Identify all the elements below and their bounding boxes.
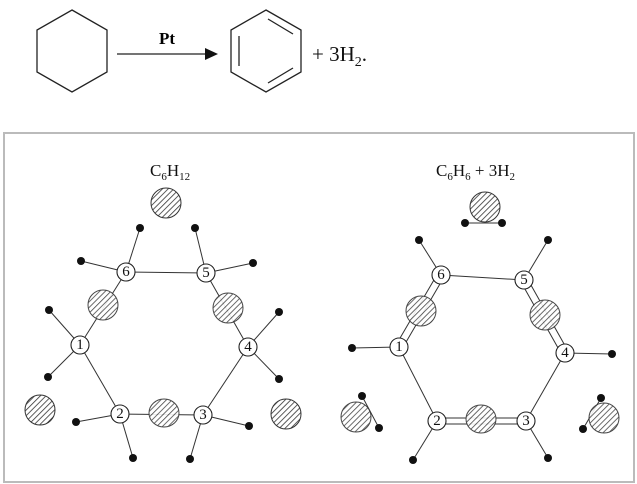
- carbon-atom-6: 6: [431, 265, 451, 285]
- svg-text:2: 2: [433, 413, 441, 429]
- hydrogen-product: + 3H2.: [312, 42, 367, 70]
- catalyst-sites: [24, 187, 302, 430]
- catalyst-sites: [340, 191, 620, 434]
- carbon-atom-5: 5: [514, 270, 534, 290]
- carbon-atom-4: 4: [555, 343, 575, 363]
- carbon-atom-3: 3: [193, 405, 213, 425]
- carbon-atom-4: 4: [238, 337, 258, 357]
- carbon-atom-2: 2: [427, 411, 447, 431]
- reaction-equation: Pt + 3H2.: [36, 9, 367, 93]
- carbon-atom-6: 6: [116, 262, 136, 282]
- benzene-structure: [230, 9, 302, 93]
- svg-text:3: 3: [199, 407, 207, 423]
- hydrogen-atoms: [44, 224, 283, 463]
- svg-text:5: 5: [520, 272, 528, 288]
- svg-text:4: 4: [244, 339, 252, 355]
- svg-text:3: 3: [522, 413, 530, 429]
- svg-text:6: 6: [122, 264, 130, 280]
- catalyst-label: Pt: [159, 29, 175, 48]
- svg-text:2: 2: [116, 406, 124, 422]
- svg-text:5: 5: [202, 265, 210, 281]
- cyclohexane-structure: [36, 9, 108, 93]
- carbon-atom-3: 3: [516, 411, 536, 431]
- svg-text:1: 1: [395, 339, 403, 355]
- cyclohexane-panel: C6H12: [24, 161, 302, 463]
- carbon-atom-1: 1: [389, 337, 409, 357]
- cyclohexane-title: C6H12: [150, 161, 190, 183]
- carbon-atom-2: 2: [110, 404, 130, 424]
- benzene-title: C6H6 + 3H2: [436, 161, 515, 183]
- svg-text:4: 4: [561, 345, 569, 361]
- figure-frame: [3, 132, 635, 483]
- carbon-atom-5: 5: [196, 263, 216, 283]
- svg-text:1: 1: [76, 337, 84, 353]
- hydrogen-atoms: [348, 219, 616, 464]
- svg-text:6: 6: [437, 267, 445, 283]
- benzene-panel: C6H6 + 3H2: [340, 161, 620, 464]
- carbon-atom-1: 1: [70, 335, 90, 355]
